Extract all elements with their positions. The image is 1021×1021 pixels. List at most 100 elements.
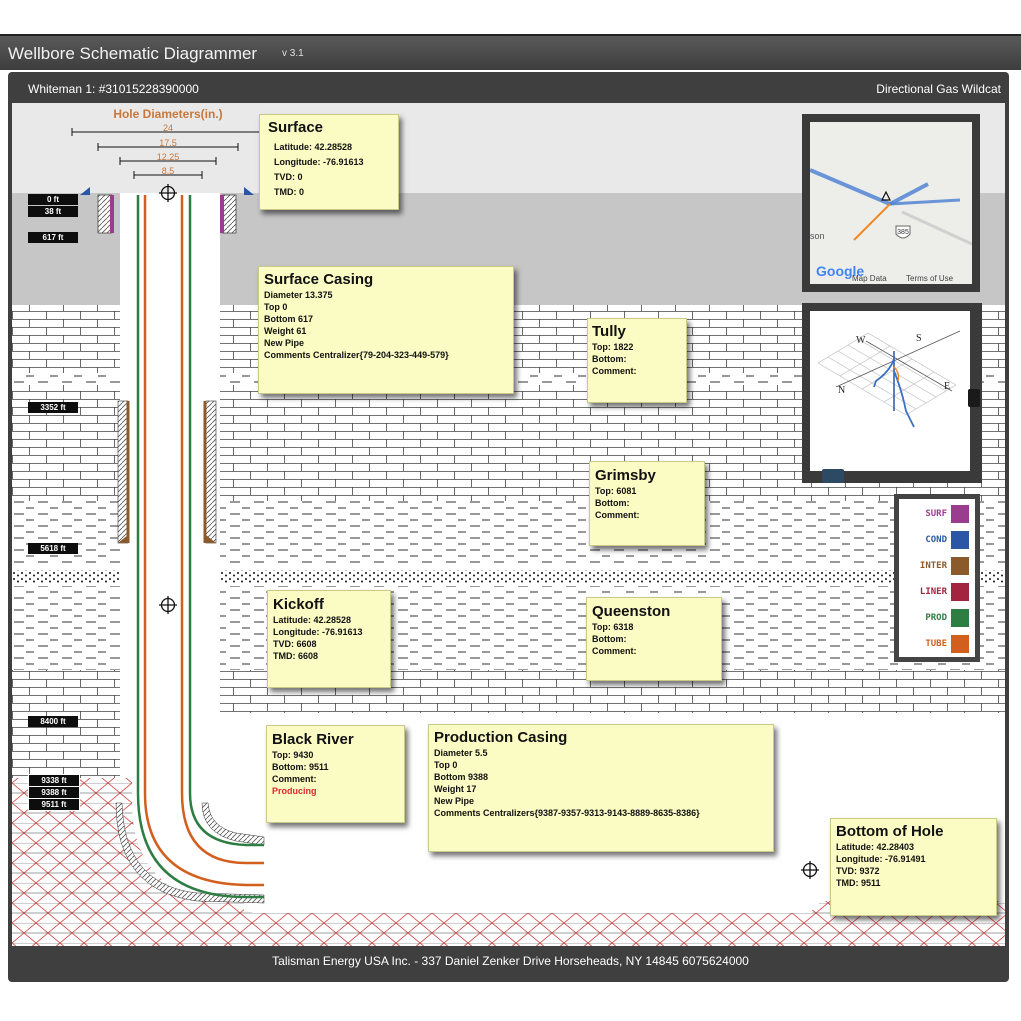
hole-diameter-title: Hole Diameters(in.) [113,107,222,121]
hole-diameter-24: 24 [163,123,173,133]
note-line: Top: 1822 [592,342,634,352]
surface-casing-note[interactable]: Surface Casing Diameter 13.375 Top 0 Bot… [258,266,514,394]
hole-diameter-8-5: 8.5 [162,166,175,176]
note-line: Latitude: 42.28403 [836,842,915,852]
note-line: Weight 17 [434,784,477,794]
map-graphic: 385 son Google Map Data Terms of Use [810,168,972,283]
casing-legend: SURF COND INTER LINER PROD TUBE [894,494,980,662]
note-line: Latitude: 42.28528 [273,615,352,625]
note-line: TMD: 9511 [836,878,881,888]
note-line: Bottom: 9511 [272,762,329,772]
tully-note[interactable]: Tully Top: 1822 Bottom: Comment: [587,318,687,403]
hole-diameter-12-25: 12.25 [157,152,180,162]
note-line: Bottom 617 [264,314,314,324]
terms-of-use-link[interactable]: Terms of Use [906,274,954,283]
note-line: Diameter 5.5 [434,748,488,758]
view-rotate-handle[interactable] [968,389,980,407]
legend-label: TUBE [925,639,947,649]
note-line: Comment: [592,646,637,656]
legend-item-prod: PROD [899,609,975,629]
note-line: New Pipe [434,796,475,806]
bottom-of-hole-note[interactable]: Bottom of Hole Latitude: 42.28403 Longit… [830,818,997,916]
depth-label-3352: 3352 ft [28,402,78,413]
note-title: Surface [268,119,324,136]
well-marker-icon [881,190,891,201]
note-line: Top: 6081 [595,486,637,496]
note-line: Longitude: -76.91613 [274,157,364,167]
depth-label-0: 0 ft [28,194,78,205]
legend-swatch [951,531,969,549]
well-name: Whiteman 1: #31015228390000 [28,82,199,96]
footer-address: Talisman Energy USA Inc. - 337 Daniel Ze… [272,954,749,968]
compass-east: E [944,381,950,392]
legend-swatch [951,635,969,653]
legend-label: SURF [925,509,947,519]
map-view[interactable]: 385 son Google Map Data Terms of Use [810,122,972,284]
google-logo: Google [816,263,864,279]
map-data-link[interactable]: Map Data [852,274,887,283]
3d-view-canvas[interactable]: W S N E [810,311,970,471]
kickoff-note[interactable]: Kickoff Latitude: 42.28528 Longitude: -7… [267,590,391,688]
note-line: Bottom: [595,498,630,508]
note-title: Bottom of Hole [836,823,944,840]
note-line: Latitude: 42.28528 [274,142,353,152]
title-bar: Wellbore Schematic Diagrammer v 3.1 [0,34,1021,70]
legend-label: PROD [925,613,947,623]
note-line: Comments Centralizer{79-204-323-449-579} [264,350,449,360]
surface-note[interactable]: Surface Latitude: 42.28528 Longitude: -7… [259,114,399,210]
location-map[interactable]: 385 son Google Map Data Terms of Use [802,114,980,292]
note-line: Bottom: [592,634,627,644]
production-casing-note[interactable]: Production Casing Diameter 5.5 Top 0 Bot… [428,724,774,852]
note-line: Bottom: [592,354,627,364]
note-line: Bottom 9388 [434,772,489,782]
note-line: TVD: 9372 [836,866,880,876]
view-tilt-handle[interactable] [822,469,844,483]
note-line: TMD: 0 [274,187,304,197]
road-shield-icon [895,225,911,239]
note-line: Top 0 [434,760,458,770]
legend-item-inter: INTER [899,557,975,577]
note-line: Comment: [272,774,317,784]
place-label: son [810,231,825,241]
depth-label-38: 38 ft [28,206,78,217]
legend-swatch [951,557,969,575]
note-line: Comments Centralizers{9387-9357-9313-914… [434,808,700,818]
black-river-note[interactable]: Black River Top: 9430 Bottom: 9511 Comme… [266,725,405,823]
note-title: Kickoff [273,596,324,613]
note-line: Comment: [592,366,637,376]
compass-south: S [916,333,922,344]
trajectory-graphic: W S N E [817,330,961,428]
legend-item-cond: COND [899,531,975,551]
note-line: Comment: [595,510,640,520]
note-title: Black River [272,731,354,748]
depth-label-617: 617 ft [28,232,78,243]
note-title: Surface Casing [264,271,374,288]
compass-north: N [838,385,845,396]
legend-swatch [951,505,969,523]
note-line: Diameter 13.375 [264,290,333,300]
legend-swatch [951,609,969,627]
legend-item-tube: TUBE [899,635,975,655]
depth-label-8400: 8400 ft [28,716,78,727]
note-title: Queenston [592,603,671,620]
compass-west: W [856,335,866,346]
note-line: Top 0 [264,302,288,312]
legend-label: LINER [919,587,947,597]
3d-trajectory-view[interactable]: W S N E [802,303,982,483]
grimsby-note[interactable]: Grimsby Top: 6081 Bottom: Comment: [589,461,705,546]
legend-item-surf: SURF [899,505,975,525]
status-producing: Producing [272,786,317,796]
note-title: Grimsby [595,467,656,484]
hole-diameter-17-5: 17.5 [159,138,177,148]
note-line: TVD: 6608 [273,639,317,649]
depth-label-9511: 9511 ft [28,798,80,811]
note-line: Weight 61 [264,326,307,336]
well-type: Directional Gas Wildcat [876,82,1001,96]
note-line: Longitude: -76.91613 [273,627,363,637]
road-shield-number: 385 [897,229,909,236]
legend-swatch [951,583,969,601]
queenston-note[interactable]: Queenston Top: 6318 Bottom: Comment: [586,597,722,681]
depth-label-5618: 5618 ft [28,543,78,554]
app-title: Wellbore Schematic Diagrammer [8,44,258,63]
legend-item-liner: LINER [899,583,975,603]
